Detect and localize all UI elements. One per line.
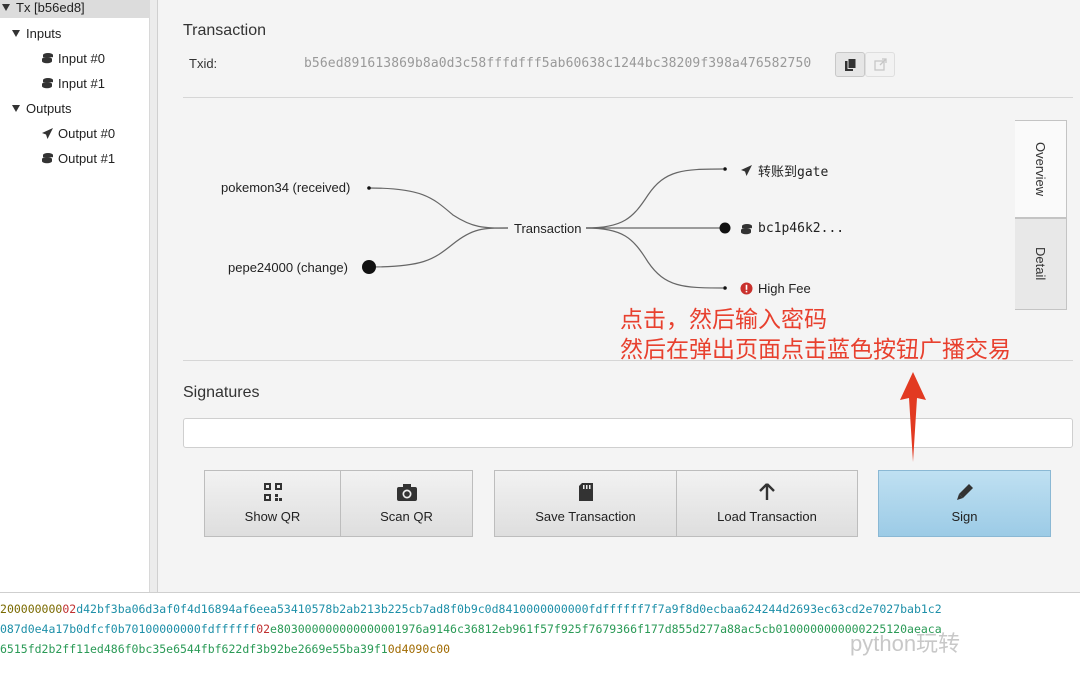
sd-card-icon (578, 483, 593, 501)
transaction-panel: Transaction Txid: b56ed891613869b8a0d3c5… (159, 0, 1080, 592)
hex-segment: 02 (62, 602, 77, 616)
signatures-progress (183, 418, 1073, 448)
txid-value[interactable]: b56ed891613869b8a0d3c58fffdfff5ab60638c1… (304, 56, 812, 71)
output-text: bc1p46k2... (758, 221, 845, 236)
tab-detail[interactable]: Detail (1015, 218, 1067, 310)
txid-label: Txid: (189, 56, 218, 71)
hex-segment: e803000000000000001976a9146c36812eb961f5… (270, 622, 755, 636)
output-text: 转账到gate (758, 165, 829, 180)
output-label-0[interactable]: 转账到gate (740, 161, 828, 180)
copy-txid-button[interactable] (835, 52, 865, 77)
hex-segment: 6515fd2b2ff11ed486f0bc35e6544fbf622df3b9… (0, 642, 388, 656)
tree-item-label: Tx [b56ed8] (16, 0, 85, 15)
hex-line: 087d0e4a17b0dfcf0b70100000000fdffffff02e… (0, 619, 1080, 639)
tree-item-label: Output #0 (58, 125, 116, 141)
open-external-button[interactable] (865, 52, 895, 77)
hex-segment: 00000000 (6, 602, 63, 616)
tree-item-label: Inputs (26, 25, 62, 41)
coins-icon (40, 51, 54, 65)
tree-item-label: Input #0 (58, 50, 105, 66)
arrow-up-icon (759, 483, 775, 500)
annotation-line: 点击，然后输入密码 (620, 306, 827, 332)
button-label: Load Transaction (717, 509, 817, 524)
send-icon (40, 126, 54, 140)
section-title-signatures: Signatures (183, 384, 260, 401)
warning-circle-icon (740, 282, 753, 295)
annotation-arrow (900, 372, 926, 462)
button-label: Save Transaction (535, 509, 636, 524)
tree-item-label: Output #1 (58, 150, 116, 166)
qr-code-icon (263, 483, 282, 501)
send-icon (741, 165, 752, 176)
tree-item-outputs[interactable]: Outputs (12, 97, 72, 119)
divider (183, 360, 1073, 361)
raw-hex-view[interactable]: 20000000002d42bf3ba06d3af0f4d16894af6eea… (0, 592, 1080, 692)
coins-icon (40, 151, 54, 165)
coins-icon (40, 76, 54, 90)
button-label: Sign (951, 509, 978, 524)
expand-triangle-icon[interactable] (12, 104, 20, 112)
tree-item-label: Input #1 (58, 75, 105, 91)
tree-item-tx[interactable]: Tx [b56ed8] (0, 0, 150, 18)
hex-line: 20000000002d42bf3ba06d3af0f4d16894af6eea… (0, 599, 1080, 619)
save-transaction-button[interactable]: Save Transaction (494, 470, 677, 537)
output-label-fee[interactable]: High Fee (740, 281, 811, 296)
expand-triangle-icon[interactable] (2, 3, 10, 11)
hex-segment: 2 (0, 602, 7, 616)
input-label-1[interactable]: pepe24000 (change) (228, 260, 348, 275)
hex-line: 6515fd2b2ff11ed486f0bc35e6544fbf622df3b9… (0, 639, 1080, 659)
divider (183, 97, 1073, 98)
hex-segment: 02 (256, 622, 271, 636)
annotation-line: 然后在弹出页面点击蓝色按钮广播交易 (620, 336, 1011, 362)
hex-segment: d42bf3ba06d3af0f4d16894af6eea53410578b2a… (76, 602, 942, 616)
button-label: Show QR (244, 509, 301, 524)
output-label-1[interactable]: bc1p46k2... (740, 221, 844, 236)
scan-qr-button[interactable]: Scan QR (340, 470, 473, 537)
button-label: Scan QR (380, 508, 433, 524)
expand-triangle-icon[interactable] (12, 29, 20, 37)
external-link-icon (873, 58, 887, 71)
flow-lines (362, 167, 731, 290)
watermark: python玩转 (850, 631, 961, 656)
load-transaction-button[interactable]: Load Transaction (676, 470, 858, 537)
split-divider[interactable] (150, 0, 158, 592)
tree-item-label: Outputs (26, 100, 72, 116)
hex-segment: 0d4090c00 (387, 642, 451, 656)
hex-segment: 087d0e4a17b0dfcf0b70100000000fdffffff (0, 622, 257, 636)
coins-icon (741, 223, 752, 234)
instruction-annotation: 点击，然后输入密码 然后在弹出页面点击蓝色按钮广播交易 (620, 304, 1011, 364)
copy-icon (844, 57, 856, 71)
camera-icon (396, 483, 417, 501)
pen-icon (956, 484, 973, 500)
sign-button[interactable]: Sign (878, 470, 1051, 537)
tab-overview[interactable]: Overview (1015, 120, 1067, 218)
tree-item-inputs[interactable]: Inputs (12, 22, 61, 44)
section-title-transaction: Transaction (183, 22, 266, 39)
output-text: High Fee (758, 281, 811, 296)
tab-label: Detail (1033, 247, 1048, 281)
show-qr-button[interactable]: Show QR (204, 470, 341, 537)
tree-item-output-1[interactable]: Output #1 (40, 147, 115, 169)
transaction-flow-diagram: pokemon34 (received) pepe24000 (change) … (183, 110, 1033, 350)
tree-item-input-1[interactable]: Input #1 (40, 72, 105, 94)
tab-label: Overview (1033, 141, 1048, 197)
input-label-0[interactable]: pokemon34 (received) (221, 180, 351, 195)
hex-segment: 5cb0100000000000225120aeaca (754, 622, 942, 636)
tree-item-input-0[interactable]: Input #0 (40, 47, 105, 69)
transaction-tree: Tx [b56ed8] Inputs Input #0 Input #1 Out… (0, 0, 150, 592)
transaction-node-label[interactable]: Transaction (514, 221, 582, 236)
tree-item-output-0[interactable]: Output #0 (40, 122, 115, 144)
